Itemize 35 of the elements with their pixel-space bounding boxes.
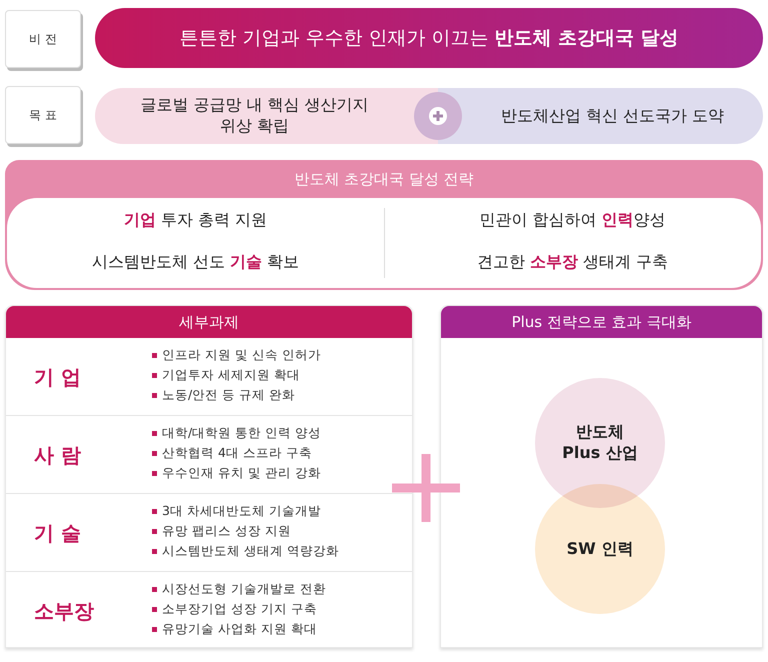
task-item: 대학/대학원 통한 인력 양성 bbox=[162, 425, 322, 442]
goal-text: 글로벌 공급망 내 핵심 생산기지 위상 확립 bbox=[139, 95, 370, 137]
task-item: 기업투자 세제지원 확대 bbox=[162, 367, 300, 384]
category-label: 소부장 bbox=[34, 598, 94, 625]
task-item: 유망 팹리스 성장 지원 bbox=[162, 523, 291, 540]
tab-label: 목 표 bbox=[29, 106, 57, 124]
strategy-item: 기업 투자 총력 지원 bbox=[122, 210, 268, 231]
category-label: 사 람 bbox=[34, 442, 81, 469]
task-item: 시스템반도체 생태계 역량강화 bbox=[162, 543, 339, 560]
task-item: 소부장기업 성장 기지 구축 bbox=[162, 601, 317, 618]
category-label: 기 술 bbox=[34, 520, 81, 547]
strategy-item: 견고한 소부장 생태계 구축 bbox=[476, 252, 670, 273]
strategy-panel bbox=[5, 160, 763, 290]
vision-statement: 튼튼한 기업과 우수한 인재가 이끄는 반도체 초강대국 달성 bbox=[179, 26, 679, 51]
task-panel bbox=[440, 305, 763, 648]
tab-label: 비 전 bbox=[29, 30, 57, 48]
task-panel bbox=[5, 305, 413, 648]
task-item: 유망기술 사업화 지원 확대 bbox=[162, 621, 317, 638]
label-tab bbox=[5, 86, 81, 144]
goal-text: 반도체산업 혁신 선도국가 도약 bbox=[500, 106, 724, 126]
task-item: 노동/안전 등 규제 완화 bbox=[162, 387, 296, 404]
panel-header: Plus 전략으로 효과 극대화 bbox=[441, 306, 762, 338]
category-label: 기 업 bbox=[34, 364, 81, 391]
circle-label: 반도체 Plus 산업 bbox=[561, 422, 639, 464]
task-item: 인프라 지원 및 신속 인허가 bbox=[162, 347, 321, 364]
strategy-item: 민관이 합심하여 인력양성 bbox=[478, 210, 667, 231]
task-item: 우수인재 유치 및 관리 강화 bbox=[162, 465, 321, 482]
label-tab bbox=[5, 10, 81, 68]
panel-header: 세부과제 bbox=[6, 306, 412, 338]
task-item: 시장선도형 기술개발로 전환 bbox=[162, 581, 326, 598]
strategy-item: 시스템반도체 선도 기술 확보 bbox=[90, 252, 300, 273]
task-item: 산학협력 4대 스프라 구축 bbox=[162, 445, 312, 462]
task-item: 3대 차세대반도체 기술개발 bbox=[162, 503, 321, 520]
circle-label: SW 인력 bbox=[566, 538, 634, 560]
panel-header: 반도체 초강대국 달성 전략 bbox=[293, 169, 475, 190]
